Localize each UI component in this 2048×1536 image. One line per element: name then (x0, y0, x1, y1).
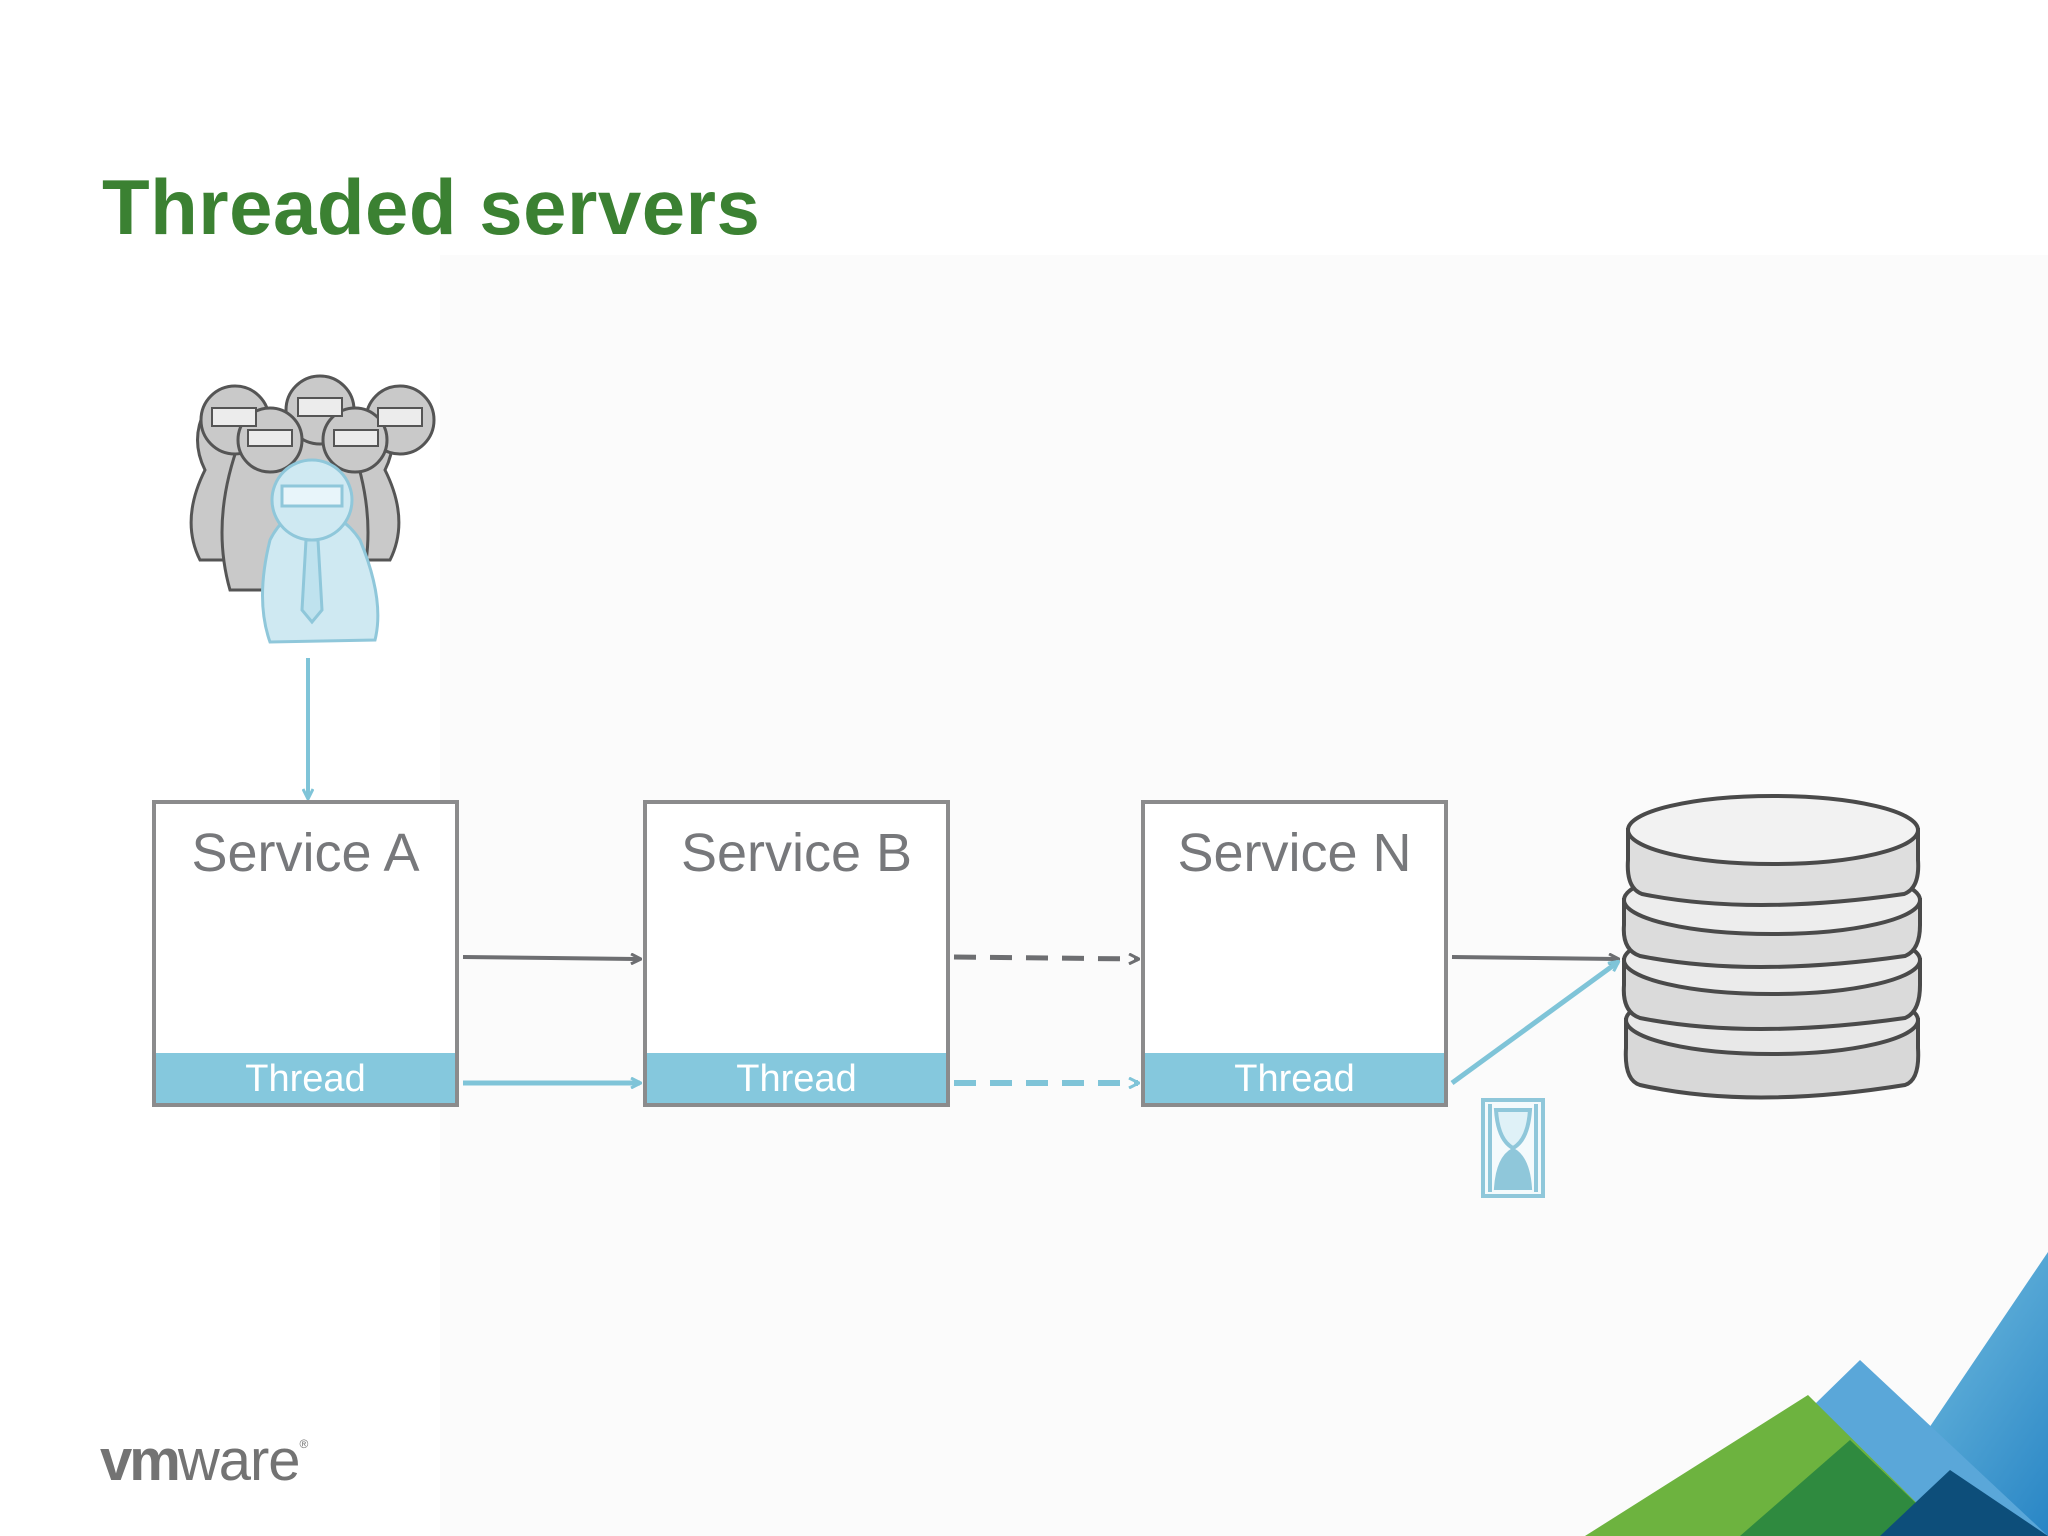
service-a-box: Service A Thread (152, 800, 459, 1107)
corner-decoration (1585, 1252, 2048, 1536)
service-n-label: Service N (1177, 823, 1412, 883)
service-a-thread: Thread (156, 1053, 455, 1103)
call-arrow-b-n (953, 957, 1138, 959)
service-b-label: Service B (680, 823, 913, 883)
vmware-logo: vmware® (100, 1428, 308, 1493)
service-n-thread: Thread (1145, 1053, 1444, 1103)
users-crowd-icon (189, 374, 436, 644)
service-b-thread: Thread (647, 1053, 946, 1103)
hourglass-icon (1481, 1098, 1545, 1198)
call-arrow-n-db (1451, 957, 1618, 959)
service-b-box: Service B Thread (643, 800, 950, 1107)
slide-title: Threaded servers (102, 163, 761, 251)
service-a-label: Service A (191, 823, 420, 883)
call-arrow-a-b (462, 957, 640, 959)
database-icon (1621, 794, 1922, 1100)
thread-arrow-n-db (1450, 962, 1618, 1086)
service-n-box: Service N Thread (1141, 800, 1448, 1107)
